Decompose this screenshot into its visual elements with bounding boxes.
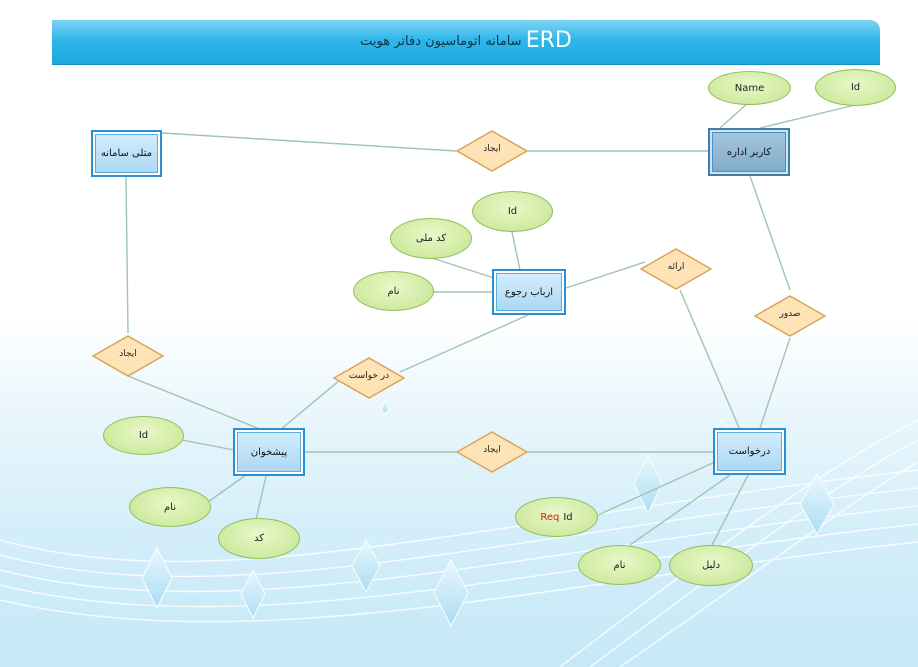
entity-counter-clerk[interactable]: پیشخوان [233,428,305,476]
entity-office-admin[interactable]: کاربر اداره [708,128,790,176]
entity-system-admin[interactable]: متلی سامانه [91,130,162,177]
title-prefix: ERD [525,28,572,53]
rel-label: در خواست [348,371,390,381]
diagram-title: سامانه اتوماسیون دفاتر هویت ERD [52,28,880,55]
diamond-shape [333,357,405,399]
attr-clerk-name[interactable]: نام [129,487,211,527]
diamond-shape [92,335,164,377]
rel-label: ایجاد [483,144,501,154]
req-id-label: Id [563,511,573,523]
diamond-shape [754,295,826,337]
rel-label: ایجاد [119,349,137,359]
attr-request-name[interactable]: نام [578,545,661,585]
title-text: سامانه اتوماسیون دفاتر هویت [360,34,522,49]
title-banner: سامانه اتوماسیون دفاتر هویت ERD [52,20,880,64]
rel-label: صدور [779,309,801,319]
attr-client-name[interactable]: نام [353,271,434,311]
diamond-shape [456,431,528,473]
attr-admin-id[interactable]: Id [815,69,896,106]
attr-client-national-code[interactable]: کد ملی [390,218,472,259]
rel-label: ارائه [667,262,685,272]
attr-clerk-code[interactable]: کد [218,518,300,559]
entity-clients[interactable]: ارباب رجوع [492,269,566,315]
entity-request[interactable]: درخواست [713,428,786,475]
diamond-shape [640,248,712,290]
attr-request-req-id[interactable]: Req Id [515,497,598,537]
attr-admin-name[interactable]: Name [708,71,791,105]
attr-request-reason[interactable]: دلیل [669,545,753,586]
connectors [125,102,856,546]
rel-label: ایجاد [483,445,501,455]
diamond-shape [456,130,528,172]
attr-client-id[interactable]: Id [472,191,553,232]
attr-clerk-id[interactable]: Id [103,416,184,455]
req-label: Req [540,511,560,523]
